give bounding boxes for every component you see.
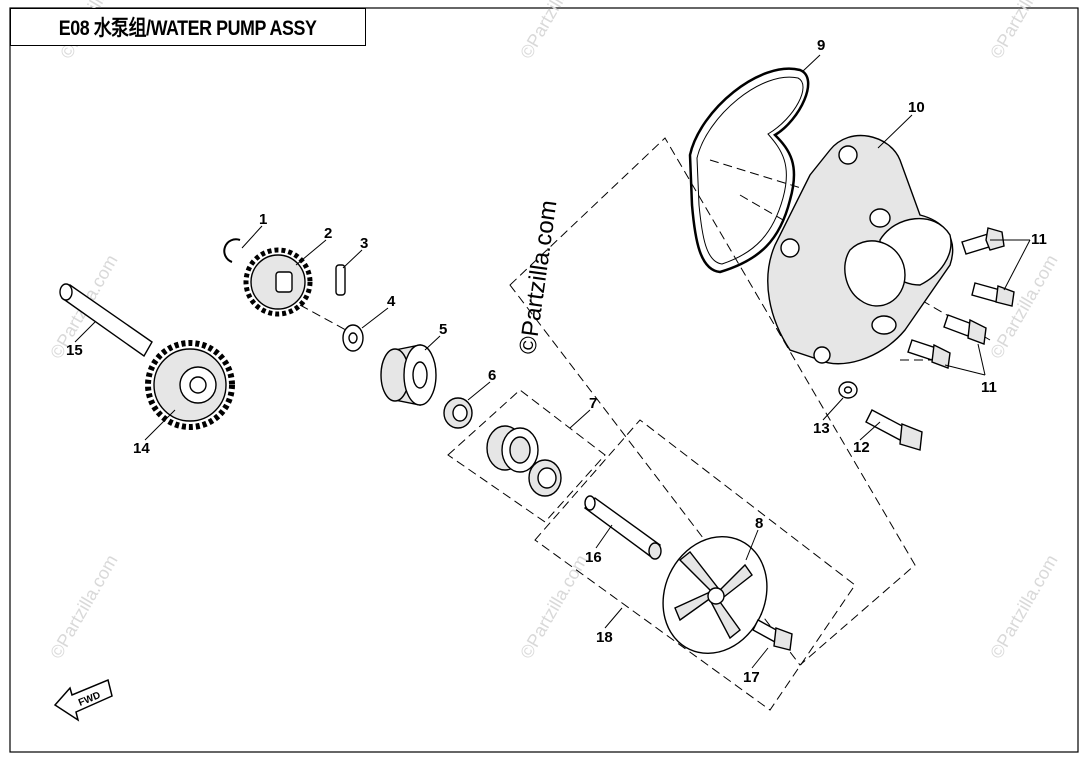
gear-14 (145, 340, 235, 430)
impeller-8 (662, 535, 768, 655)
bearing-5 (380, 344, 437, 406)
pump-cover-10 (767, 134, 954, 365)
callout-13: 13 (813, 420, 830, 437)
callout-numbers: 1 2 3 4 5 6 7 8 9 10 11 11 12 13 14 15 1… (66, 37, 1047, 686)
watermark-top-mid: ©Partzilla.com (516, 0, 591, 62)
watermark-bottom-right: ©Partzilla.com (986, 551, 1061, 662)
callout-3: 3 (360, 235, 368, 252)
diagram-frame (9, 7, 1079, 753)
bolt-12 (865, 409, 923, 451)
callout-7: 7 (589, 395, 597, 412)
callout-14: 14 (133, 440, 150, 457)
bolt-17 (752, 619, 793, 651)
pin-3 (335, 264, 346, 296)
watermark-mid-right: ©Partzilla.com (986, 251, 1061, 362)
gear-2 (243, 247, 313, 317)
shaft-16 (583, 495, 662, 560)
shaft-15 (59, 283, 153, 358)
axis-line-1 (299, 304, 356, 336)
watermark-bottom-left: ©Partzilla.com (46, 551, 121, 662)
callout-16: 16 (585, 549, 602, 566)
title-box: E08 水泵组/WATER PUMP ASSY (10, 8, 366, 46)
callout-18: 18 (596, 629, 613, 646)
watermark-center: ©Partzilla.com (514, 199, 562, 356)
leader-lines (74, 54, 1031, 669)
watermark-bottom-mid: ©Partzilla.com (516, 551, 591, 662)
callout-17: 17 (743, 669, 760, 686)
callout-5: 5 (439, 321, 447, 338)
callout-6: 6 (488, 367, 496, 384)
washer-4 (342, 324, 364, 352)
diagram-title: E08 水泵组/WATER PUMP ASSY (59, 17, 317, 40)
fwd-arrow-icon: FWD (53, 678, 113, 722)
bolt-11-d (907, 339, 951, 369)
assembly-box-18 (534, 419, 856, 711)
circlip-1 (223, 238, 241, 263)
assembly-box-7 (447, 389, 606, 523)
callout-9: 9 (817, 37, 825, 54)
callout-2: 2 (324, 225, 332, 242)
callout-15: 15 (66, 342, 83, 359)
washer-13-hole (843, 386, 853, 394)
callout-1: 1 (259, 211, 267, 228)
seal-6 (443, 397, 473, 429)
callout-4: 4 (387, 293, 396, 310)
callout-11-lower: 11 (981, 379, 997, 396)
callout-10: 10 (908, 99, 925, 116)
callout-11-upper: 11 (1031, 231, 1047, 248)
mech-seal-7 (486, 425, 562, 497)
gasket-9-inner (696, 76, 804, 265)
bolt-11-c (943, 314, 987, 345)
assembly-box-outer (509, 137, 916, 666)
gasket-9 (688, 67, 810, 274)
callout-12: 12 (853, 439, 870, 456)
callout-8: 8 (755, 515, 763, 532)
bolt-11-b (971, 282, 1015, 307)
watermark-top-right: ©Partzilla.com (986, 0, 1061, 62)
bolt-11-a (961, 227, 1005, 255)
